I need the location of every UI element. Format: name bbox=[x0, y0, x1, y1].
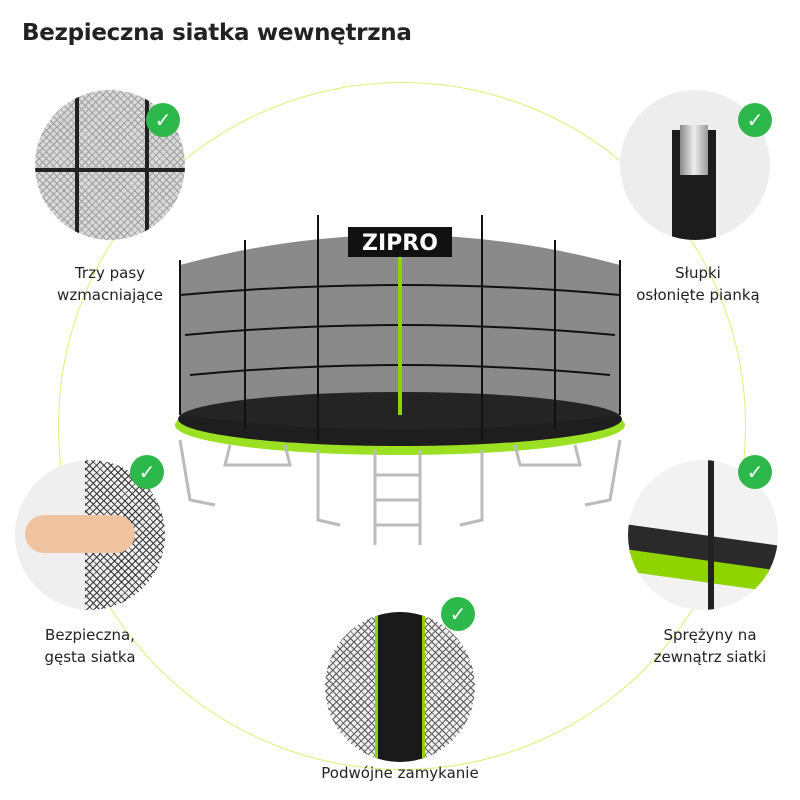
trampoline-image: ZIPRO bbox=[175, 215, 625, 545]
check-icon: ✓ bbox=[441, 597, 475, 631]
feature-label-dense-net: Bezpieczna,gęsta siatka bbox=[44, 626, 136, 666]
page-title: Bezpieczna siatka wewnętrzna bbox=[22, 20, 412, 46]
check-icon: ✓ bbox=[738, 103, 772, 137]
double-zipper-photo bbox=[325, 612, 475, 762]
check-icon: ✓ bbox=[130, 455, 164, 489]
feature-label-double-zipper: Podwójne zamykanie bbox=[321, 764, 479, 782]
decorative-ring bbox=[58, 82, 746, 770]
check-icon: ✓ bbox=[146, 103, 180, 137]
brand-logo: ZIPRO bbox=[362, 231, 438, 256]
check-icon: ✓ bbox=[738, 455, 772, 489]
